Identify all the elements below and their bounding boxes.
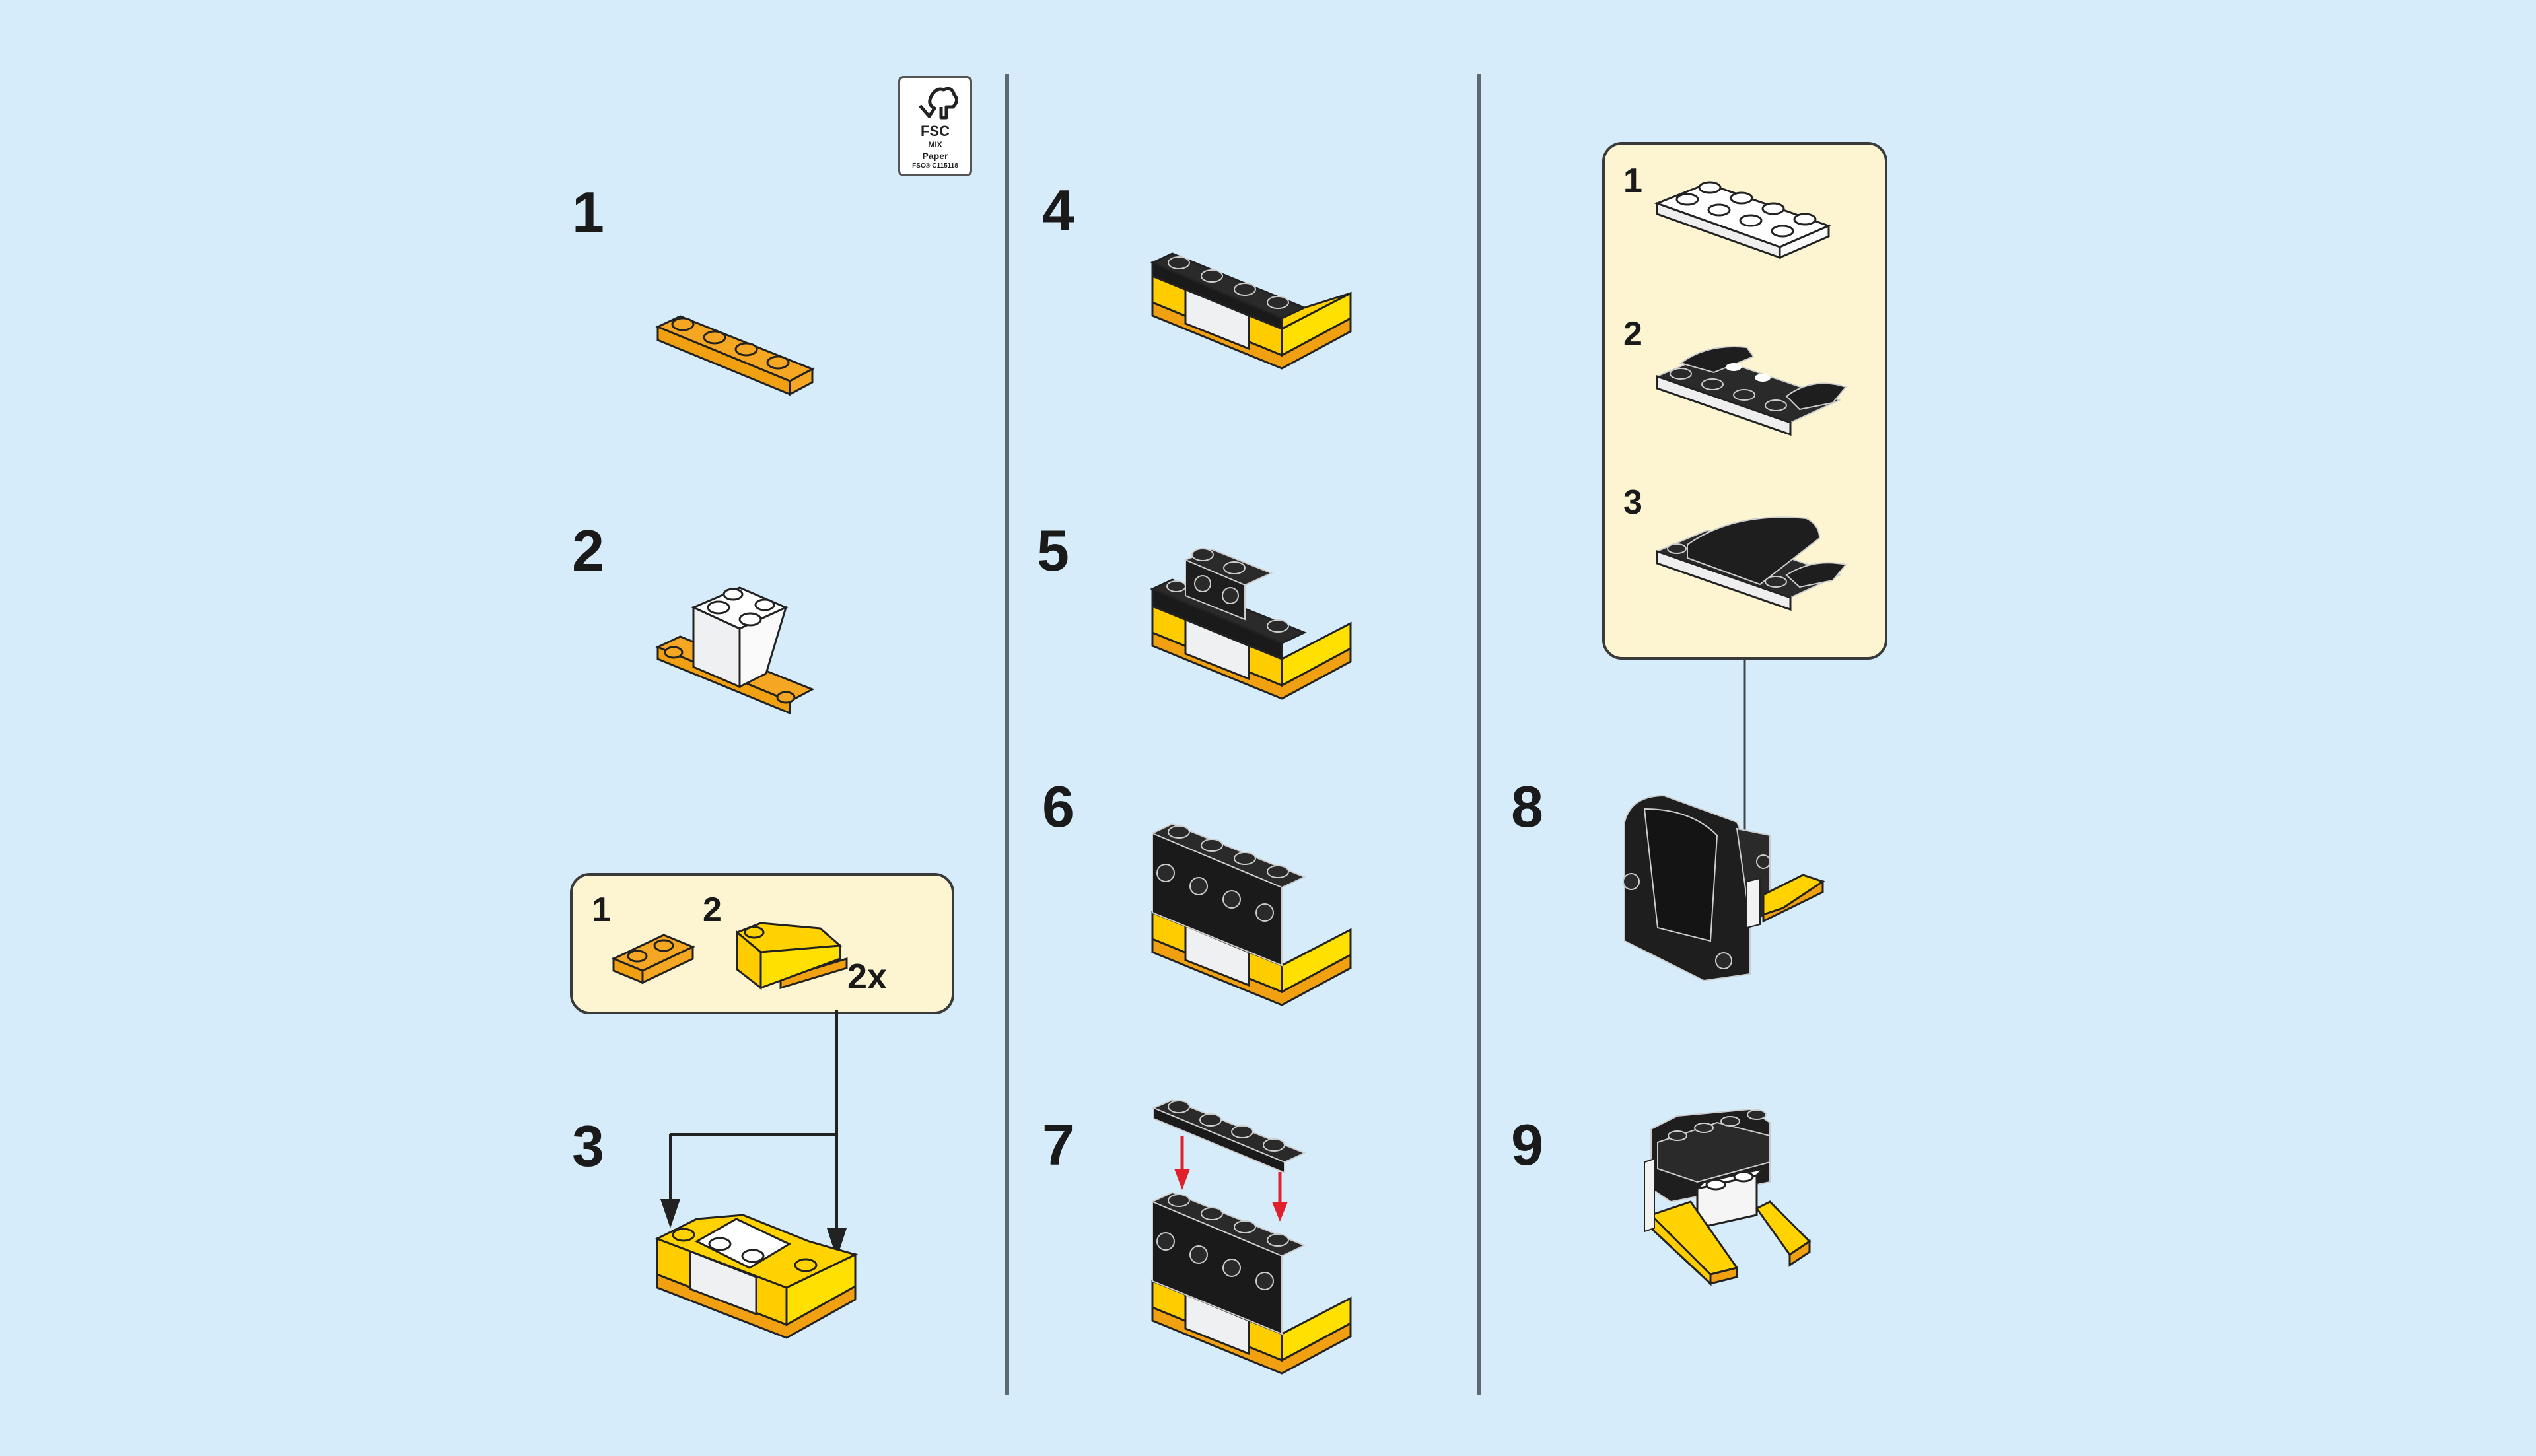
- brick-orange-plate-1x4-icon: [655, 315, 815, 396]
- brick-orange-plate-1x2-icon: [611, 934, 695, 985]
- quantity-multiplier: 2x: [847, 957, 888, 996]
- step-number-8: 8: [1511, 774, 1543, 839]
- column-divider-1: [1005, 74, 1009, 1395]
- brick-yellow-wedge-icon: [735, 922, 848, 990]
- completed-penguin-model-icon: [1644, 1108, 1812, 1286]
- step-number-4: 4: [1042, 178, 1074, 243]
- brick-black-plate-1x4-icon: [1152, 1099, 1306, 1174]
- column-divider-2: [1477, 74, 1481, 1395]
- step-3-substep-2: 2: [703, 891, 722, 929]
- step-3-substep-1: 1: [592, 891, 611, 929]
- brick-assembly-step-4-icon: [1150, 252, 1352, 370]
- fsc-code: FSC® C115118: [912, 162, 958, 170]
- fsc-logo: FSC MIX Paper FSC® C115118: [898, 76, 972, 176]
- step-8-substep-3: 3: [1623, 483, 1642, 522]
- step-number-6: 6: [1042, 774, 1074, 839]
- fsc-paper: Paper: [922, 151, 948, 161]
- step-8-substep-2: 2: [1623, 315, 1642, 353]
- fsc-mix: MIX: [928, 140, 942, 149]
- step-number-7: 7: [1042, 1112, 1074, 1177]
- brick-assembly-step-5-icon: [1150, 548, 1352, 700]
- brick-assembly-step-7-icon: [1150, 1191, 1352, 1375]
- callout-connector-arrows: [660, 1010, 847, 1259]
- brick-black-curved-on-white-icon: [1655, 346, 1847, 436]
- brick-assembly-step-8-icon: [1623, 794, 1825, 982]
- step-8-substep-1: 1: [1623, 162, 1642, 200]
- brick-black-curved-top-icon: [1655, 516, 1847, 611]
- fsc-tree-checkmark-icon: [919, 87, 958, 120]
- callout-connector-line: [1744, 660, 1746, 851]
- step-number-1: 1: [572, 180, 604, 245]
- brick-assembly-step-3-icon: [654, 1214, 859, 1339]
- step-number-2: 2: [572, 518, 604, 583]
- brick-assembly-step-6-icon: [1150, 823, 1352, 1006]
- brick-white-slope-on-orange-plate-icon: [655, 586, 815, 715]
- step-number-5: 5: [1037, 518, 1069, 583]
- brick-white-plate-2x4-icon: [1654, 181, 1832, 260]
- step-number-3: 3: [572, 1113, 604, 1179]
- fsc-title: FSC: [921, 123, 950, 139]
- red-down-arrows-icon: [1174, 1136, 1288, 1222]
- step-number-9: 9: [1511, 1112, 1543, 1177]
